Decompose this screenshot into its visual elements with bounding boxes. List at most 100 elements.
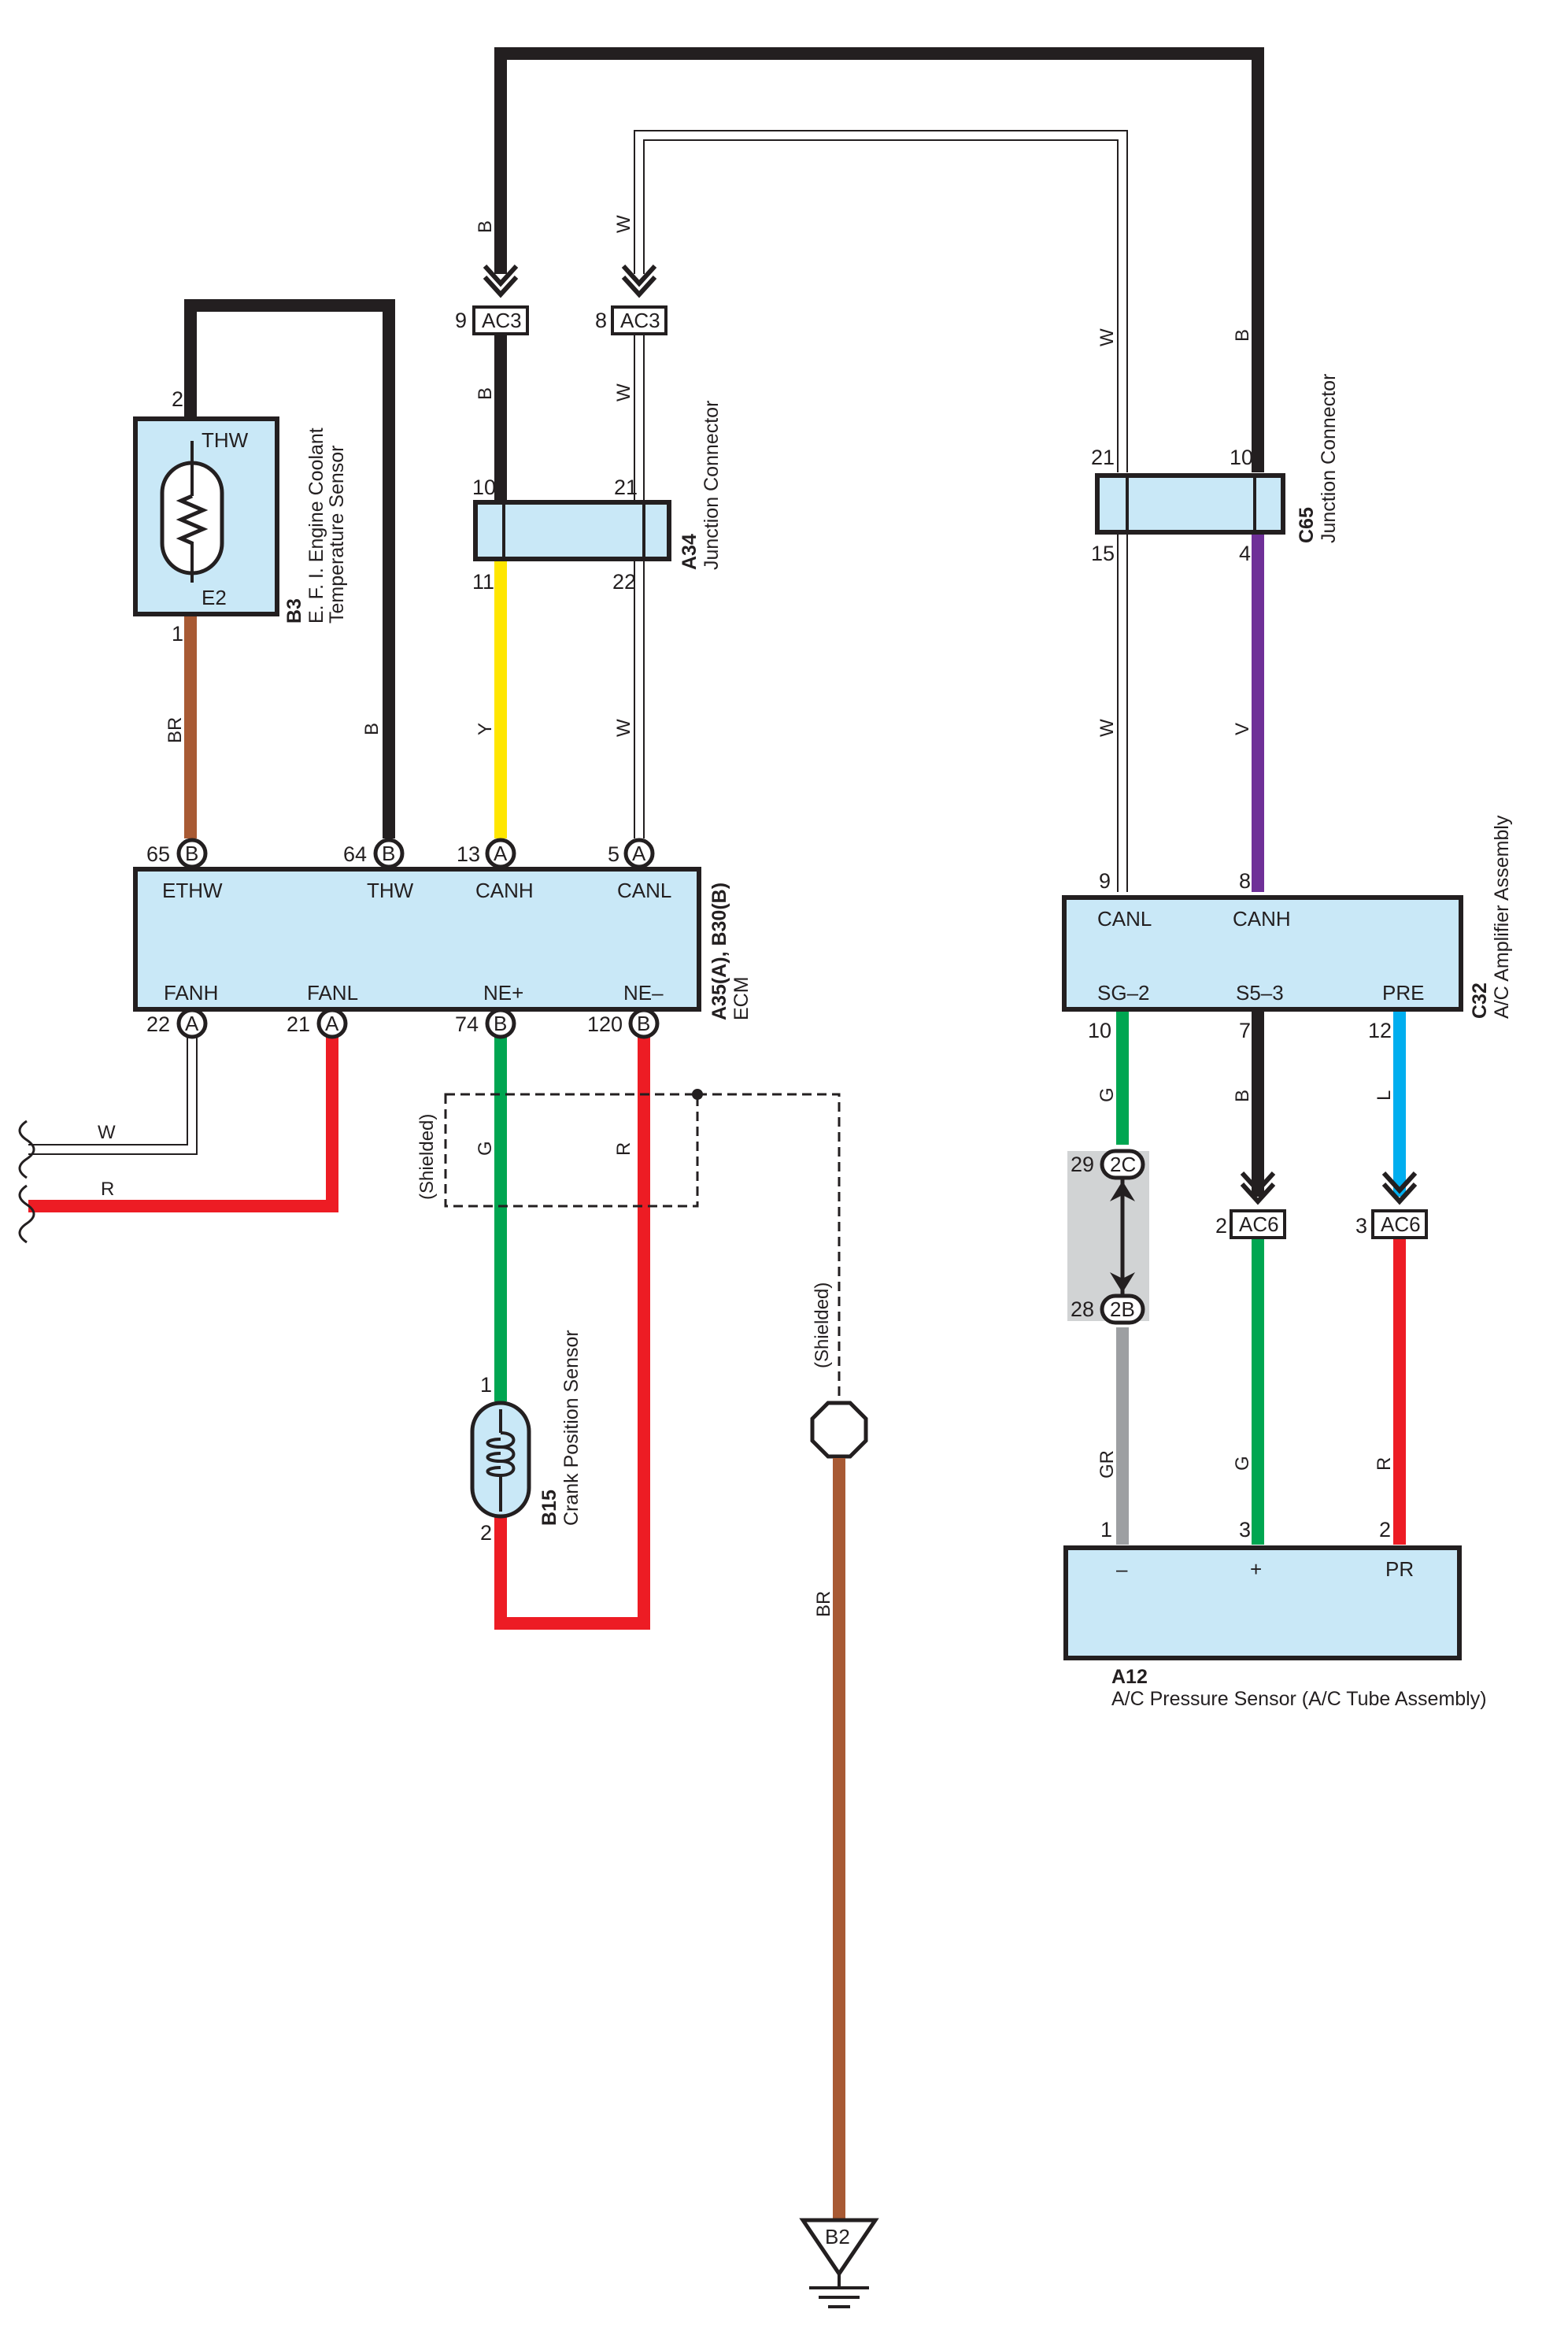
a34-pin-22: 22	[612, 570, 636, 594]
c32-pin-12: 12	[1368, 1019, 1392, 1042]
ecm-pin-65: 65	[146, 842, 170, 866]
junction-2c-2b-shade	[1067, 1151, 1149, 1321]
wire-label-w-ac3: W	[613, 383, 634, 402]
ac3-left-label: AC3	[482, 309, 522, 332]
ecm-pin-circle-5	[623, 838, 655, 869]
ecm-term-ne-plus: NE+	[483, 981, 523, 1005]
ecm-pin-circle-65	[176, 838, 208, 869]
junction-2b-label: 2B	[1110, 1297, 1135, 1321]
ecm-term-thw: THW	[367, 879, 414, 902]
c65-name: Junction Connector	[1318, 374, 1340, 543]
ecm-pin-5: 5	[608, 842, 619, 866]
wire-label-br-gnd: BR	[813, 1591, 834, 1617]
ecm-pin-74: 74	[455, 1012, 479, 1036]
c32-code: C32	[1469, 983, 1491, 1019]
chevron-ac3-left-icon	[483, 264, 519, 298]
c65-pin-21: 21	[1091, 446, 1115, 469]
a12-term-minus: –	[1116, 1557, 1128, 1581]
a34-junction-connector	[473, 500, 671, 561]
a12-term-pr: PR	[1385, 1557, 1414, 1581]
wire-label-y-a34: Y	[475, 723, 496, 735]
c32-pin-7: 7	[1239, 1019, 1251, 1042]
b3-term-e2: E2	[202, 586, 227, 609]
break-mark-bottom	[18, 1184, 35, 1244]
ac6-right-pin: 3	[1355, 1214, 1367, 1238]
wire-b-b3-ecm	[184, 299, 395, 838]
ecm-term-fanl: FANL	[307, 981, 358, 1005]
ecm-term-ne-minus: NE–	[623, 981, 664, 1005]
b3-label-group: B3 E. F. I. Engine Coolant Temperature S…	[283, 427, 348, 624]
a12-name: A/C Pressure Sensor (A/C Tube Assembly)	[1111, 1688, 1487, 1710]
ecm-pin-letter-74: B	[494, 1012, 507, 1035]
wire-r-ne-minus	[494, 1023, 650, 1630]
b3-name-1: E. F. I. Engine Coolant	[305, 427, 327, 624]
junction-2b-pin: 28	[1071, 1297, 1094, 1321]
ecm-pin-letter-21: A	[325, 1012, 339, 1035]
ecm-pin-letter-64: B	[382, 842, 395, 865]
c65-label-group: C65 Junction Connector	[1296, 374, 1340, 543]
b3-resistor-zigzag-icon	[176, 494, 209, 546]
ac6-right-connector	[1371, 1209, 1428, 1239]
ground-b2-label: B2	[825, 2225, 850, 2248]
c32-term-canl: CANL	[1097, 907, 1152, 931]
c32-label-group: C32 A/C Amplifier Assembly	[1469, 815, 1513, 1019]
chevron-ac6-left-icon	[1240, 1171, 1276, 1205]
a12-sensor-body	[1063, 1545, 1462, 1660]
b3-term-thw: THW	[202, 428, 249, 452]
a12-term-plus: +	[1250, 1557, 1262, 1581]
wire-label-b-ac3: B	[475, 387, 496, 400]
wire-b-top-loop	[494, 47, 1264, 472]
a34-name: Junction Connector	[701, 401, 723, 570]
ac3-left-connector	[472, 305, 529, 335]
wire-label-w-top-left: W	[613, 215, 634, 233]
a34-code: A34	[679, 534, 701, 570]
ecm-pin-letter-5: A	[632, 842, 646, 865]
a34-label-group: A34 Junction Connector	[679, 401, 723, 570]
b3-pin-top: 2	[172, 387, 183, 411]
chevron-ac3-right-icon	[621, 264, 657, 298]
ecm-name: ECM	[730, 976, 753, 1020]
wire-label-g-sg2: G	[1096, 1087, 1118, 1102]
c32-amplifier-body	[1062, 895, 1463, 1012]
c32-pin-8: 8	[1239, 869, 1251, 893]
wire-label-w-right-top: W	[1096, 328, 1118, 346]
ecm-label-group: A35(A), B30(B) ECM	[708, 883, 753, 1020]
b3-pin-bottom: 1	[172, 622, 183, 646]
wire-label-l-pre: L	[1374, 1090, 1395, 1101]
junction-2c-pin: 29	[1071, 1153, 1094, 1176]
ecm-pin-letter-120: B	[637, 1012, 650, 1035]
wire-label-b-s53: B	[1232, 1090, 1253, 1102]
wire-label-br-b3: BR	[165, 717, 186, 743]
ecm-pin-circle-120	[628, 1008, 660, 1039]
a12-code: A12	[1111, 1666, 1148, 1688]
shielded-label-right: (Shielded)	[812, 1282, 833, 1368]
ac6-left-connector	[1230, 1209, 1286, 1239]
wire-label-r-a12: R	[1374, 1457, 1395, 1471]
a12-pin-1: 1	[1100, 1518, 1112, 1542]
b15-pin-top: 1	[480, 1373, 492, 1397]
ground-b2-triangle	[799, 2218, 879, 2278]
a34-pin-10: 10	[472, 476, 496, 499]
ecm-pin-64: 64	[343, 842, 367, 866]
ecm-term-ethw: ETHW	[162, 879, 223, 902]
b15-name: Crank Position Sensor	[560, 1330, 582, 1526]
wire-r-fanl	[28, 1023, 338, 1212]
ecm-pin-22: 22	[146, 1012, 170, 1036]
wire-label-gr-a12: GR	[1096, 1450, 1118, 1479]
wire-w-fanh	[28, 1023, 196, 1153]
ac3-right-connector	[611, 305, 668, 335]
b15-code: B15	[538, 1490, 560, 1526]
c32-name: A/C Amplifier Assembly	[1491, 815, 1513, 1019]
ac3-right-label: AC3	[620, 309, 660, 332]
shield-junction-dot	[692, 1089, 703, 1100]
junction-2c-box	[1100, 1149, 1145, 1180]
a12-pin-3: 3	[1239, 1518, 1251, 1542]
c32-pin-10: 10	[1088, 1019, 1111, 1042]
wire-label-w-a34: W	[613, 719, 634, 737]
b3-name-2: Temperature Sensor	[326, 445, 348, 624]
c65-pin-4: 4	[1239, 542, 1251, 565]
b15-pin-bottom: 2	[480, 1521, 492, 1545]
wire-label-b-b3: B	[361, 723, 383, 735]
